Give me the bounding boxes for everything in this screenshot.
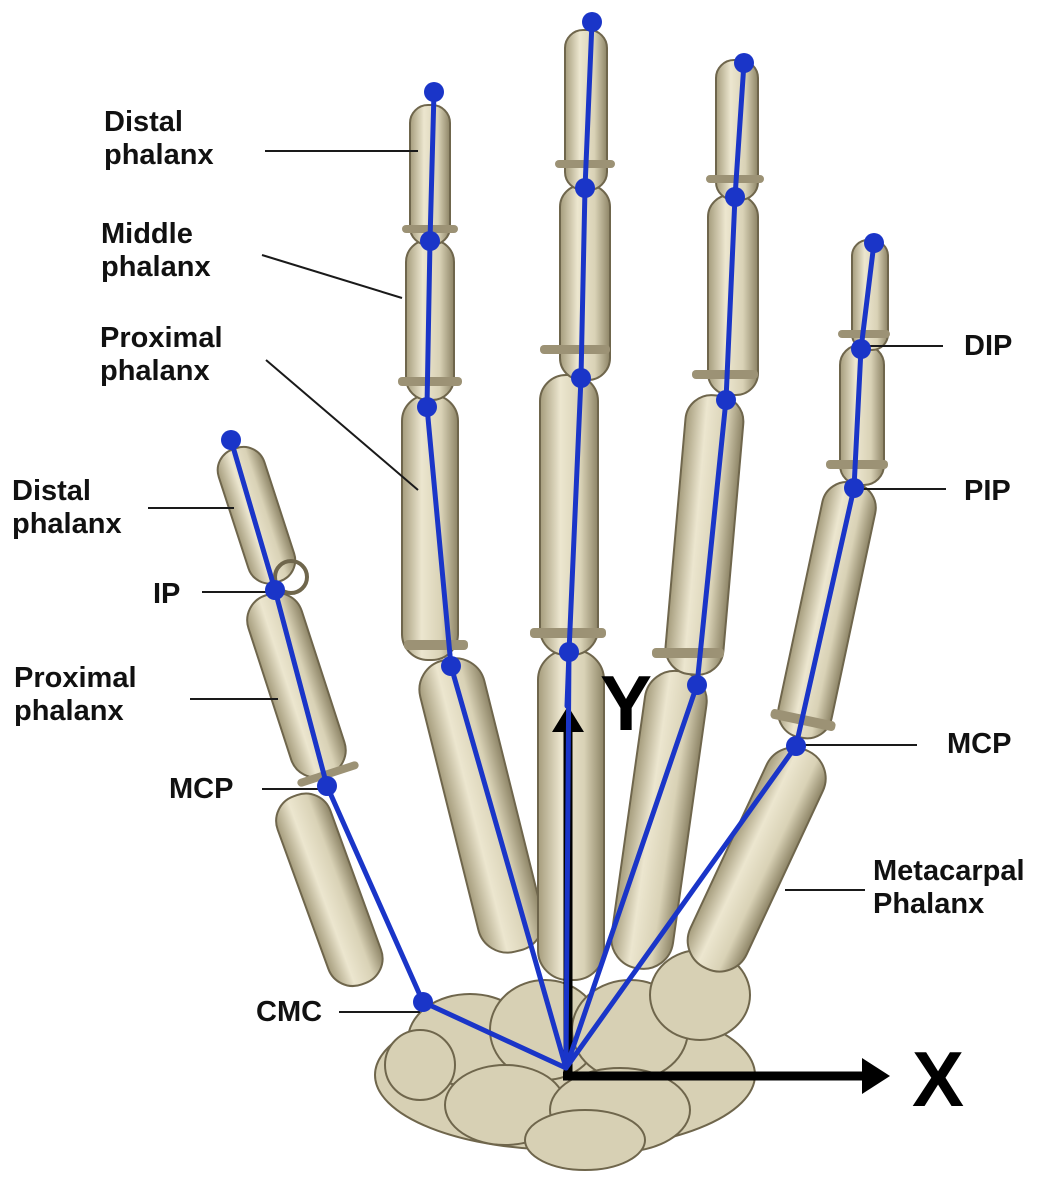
little-dip-node xyxy=(851,339,871,359)
label-thumb-mcp: MCP xyxy=(169,773,233,806)
label-line: Metacarpal xyxy=(873,855,1025,888)
label-line: Proximal xyxy=(14,662,137,695)
ring-tip-node xyxy=(734,53,754,73)
label-thumb-distal-phalanx: Distal phalanx xyxy=(12,475,122,541)
label-line: phalanx xyxy=(100,355,223,388)
ring-mcp-node xyxy=(687,675,707,695)
little-pip-node xyxy=(844,478,864,498)
index-mcp-node xyxy=(441,656,461,676)
leader-index-proximal xyxy=(266,360,418,490)
index-pip-node xyxy=(417,397,437,417)
label-dip: DIP xyxy=(964,330,1012,363)
y-axis-label: Y xyxy=(600,664,652,742)
ring-dip-node xyxy=(725,187,745,207)
label-pip: PIP xyxy=(964,475,1011,508)
thumb-mcp-node xyxy=(317,776,337,796)
little-mcp-node xyxy=(786,736,806,756)
x-axis-arrowhead xyxy=(862,1058,890,1094)
leader-index-middle xyxy=(262,255,402,298)
middle-tip-node xyxy=(582,12,602,32)
label-index-distal-phalanx: Distal phalanx xyxy=(104,106,214,172)
label-thumb-cmc: CMC xyxy=(256,996,322,1029)
label-index-proximal-phalanx: Proximal phalanx xyxy=(100,322,223,388)
label-line: phalanx xyxy=(101,251,211,284)
thumb-tip-node xyxy=(221,430,241,450)
label-line: phalanx xyxy=(14,695,137,728)
little-tip-node xyxy=(864,233,884,253)
label-line: Distal xyxy=(104,106,214,139)
label-thumb-ip: IP xyxy=(153,578,180,611)
index-tip-node xyxy=(424,82,444,102)
label-line: Phalanx xyxy=(873,888,1025,921)
label-line: Distal xyxy=(12,475,122,508)
thumb-bones xyxy=(212,441,390,993)
label-line: phalanx xyxy=(12,508,122,541)
middle-mcp-node xyxy=(559,642,579,662)
middle-pip-node xyxy=(571,368,591,388)
label-little-mcp: MCP xyxy=(947,728,1011,761)
thumb-ip-node xyxy=(265,580,285,600)
index-finger-bones xyxy=(398,105,550,959)
label-thumb-proximal-phalanx: Proximal phalanx xyxy=(14,662,137,728)
middle-dip-node xyxy=(575,178,595,198)
label-line: Proximal xyxy=(100,322,223,355)
x-axis-label: X xyxy=(912,1040,964,1118)
label-index-middle-phalanx: Middle phalanx xyxy=(101,218,211,284)
label-line: Middle xyxy=(101,218,211,251)
thumb-cmc-node xyxy=(413,992,433,1012)
label-metacarpal-phalanx: Metacarpal Phalanx xyxy=(873,855,1025,921)
ring-pip-node xyxy=(716,390,736,410)
index-dip-node xyxy=(420,231,440,251)
label-line: phalanx xyxy=(104,139,214,172)
